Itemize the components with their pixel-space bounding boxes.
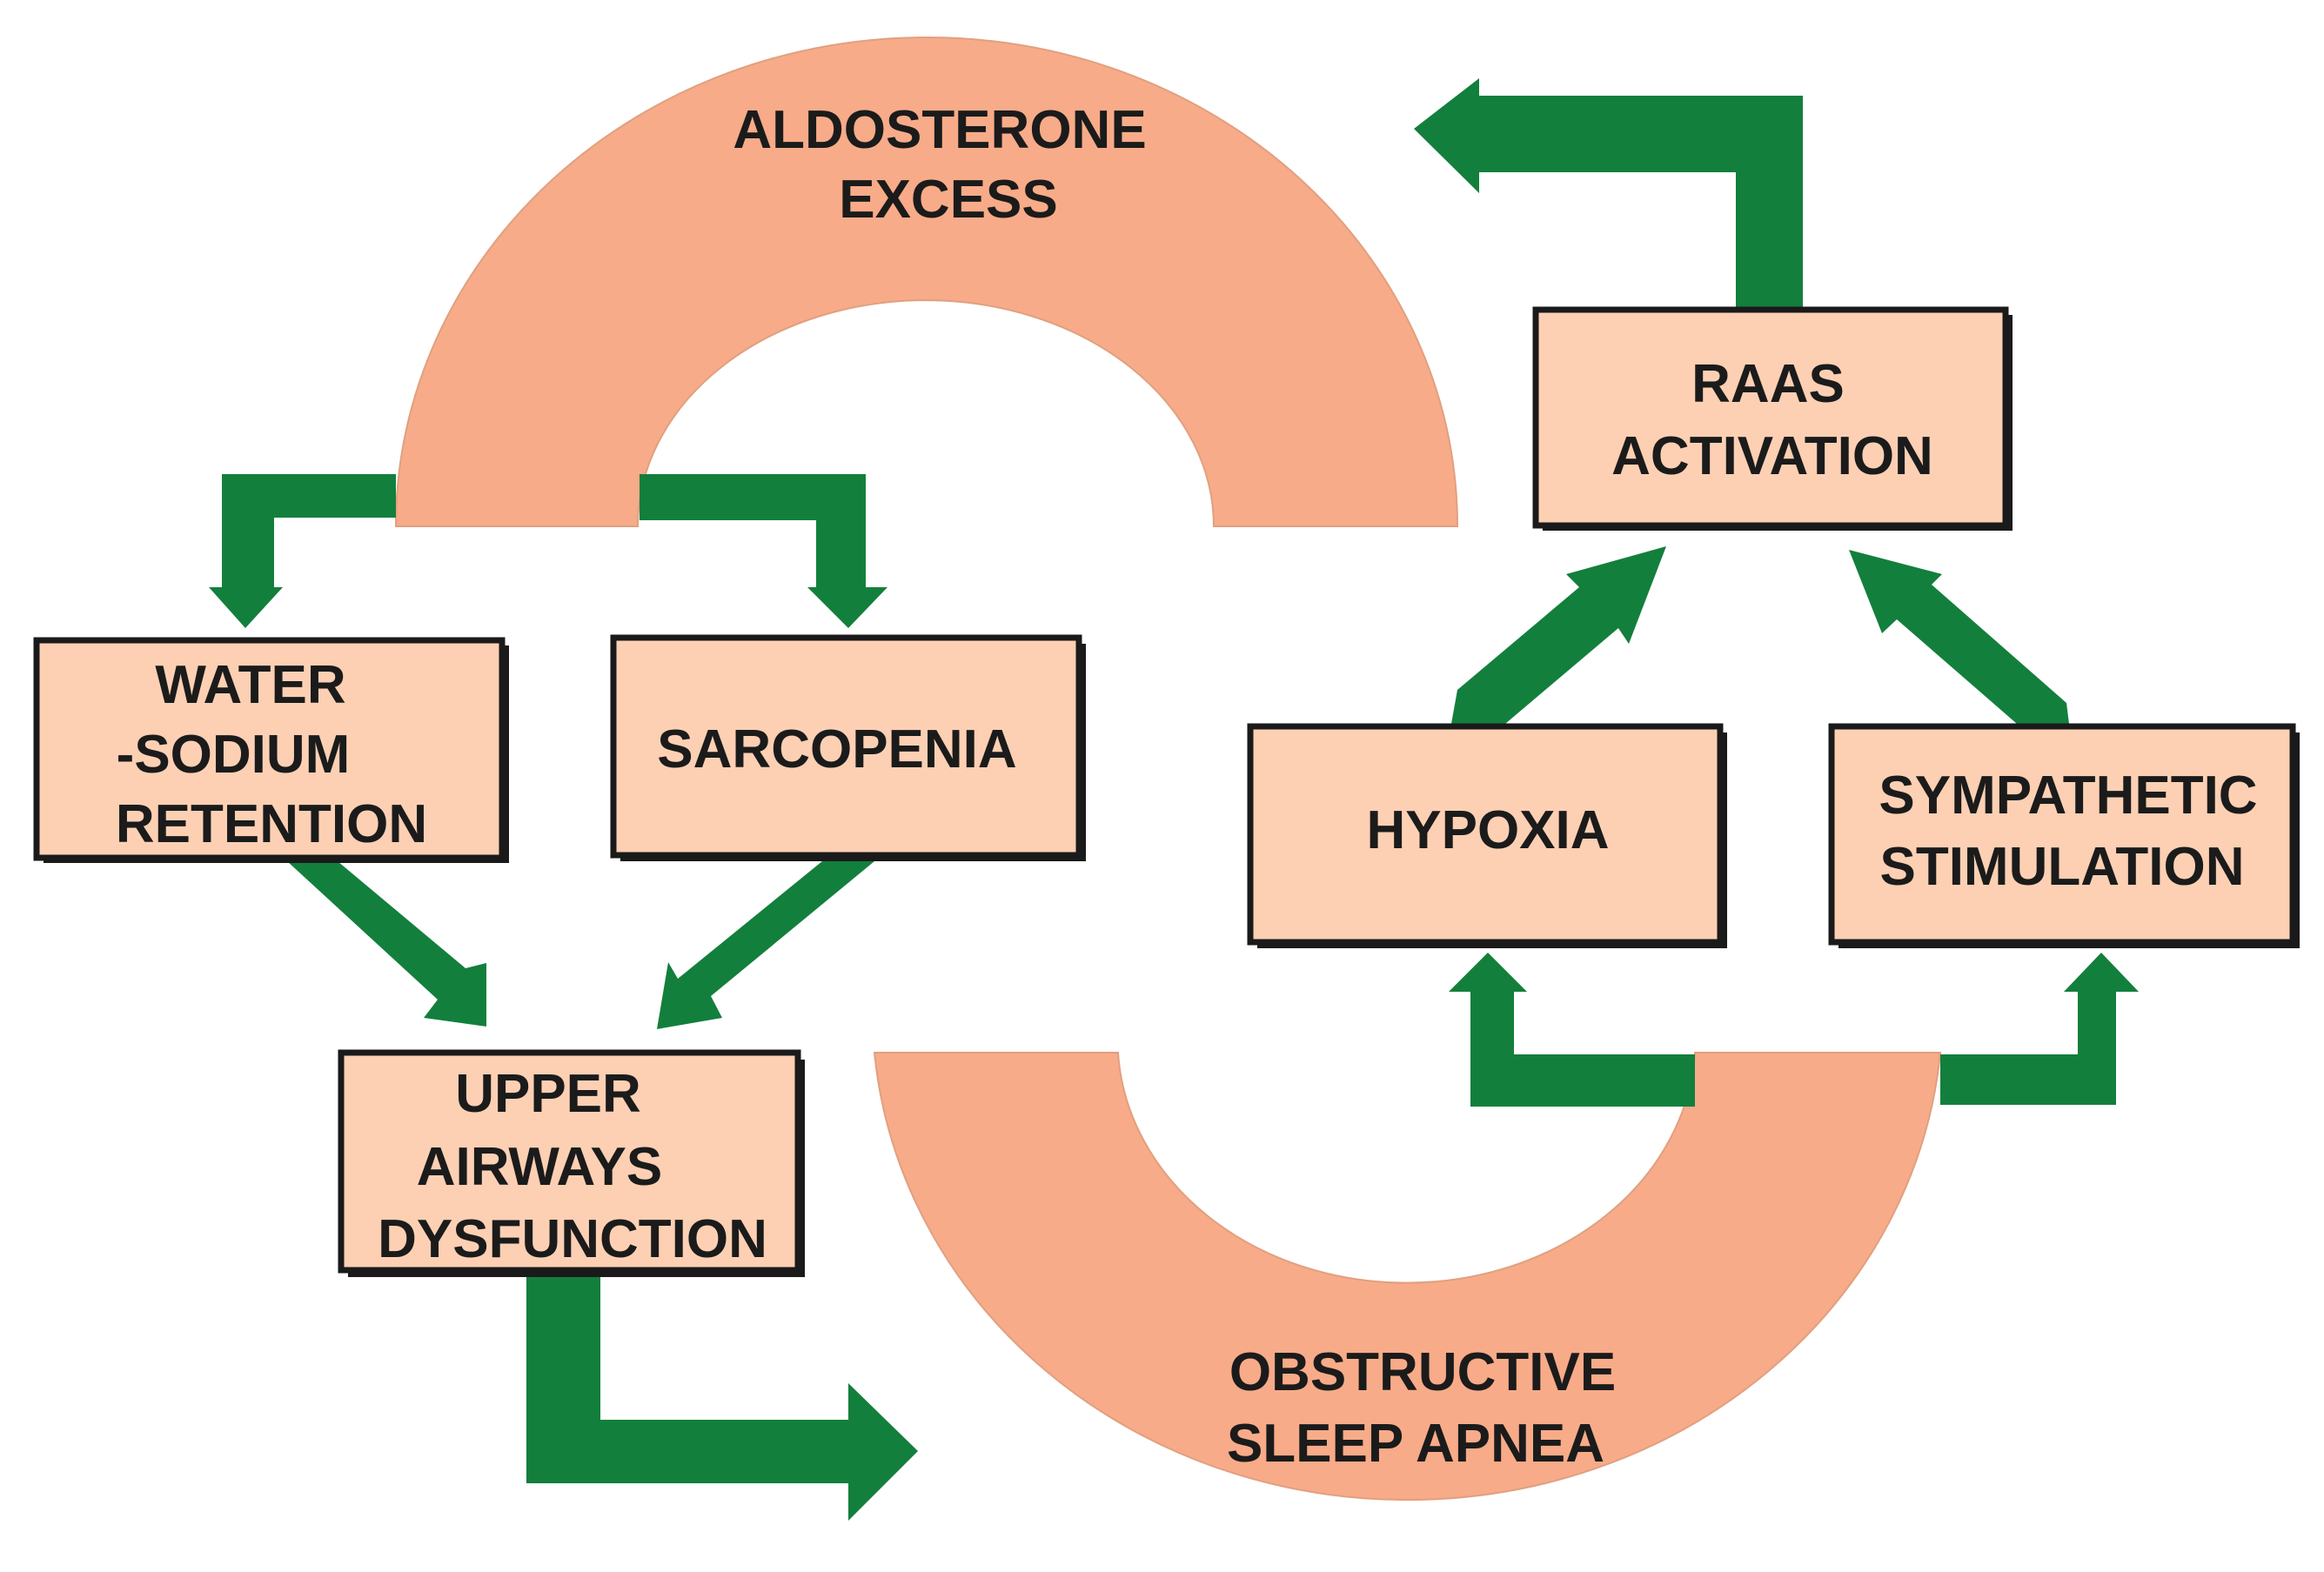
upper-airways-line-2: AIRWAYS [417, 1137, 663, 1197]
arrow-aldosterone-to-water-sodium [209, 474, 396, 628]
box-sarcopenia: SARCOPENIA [610, 634, 1086, 861]
sarcopenia-label: SARCOPENIA [657, 719, 1016, 779]
arrow-osa-to-sympathetic [1940, 953, 2139, 1105]
arrow-upper-airways-to-osa [526, 1266, 918, 1521]
raas-line-1: RAAS [1691, 354, 1845, 414]
aldosterone-excess-arc: ALDOSTERONE EXCESS [394, 37, 1459, 527]
aldosterone-label-line-1: ALDOSTERONE [733, 100, 1146, 160]
arrow-sympathetic-to-raas [1849, 550, 2069, 724]
arrows [209, 78, 2139, 1521]
raas-line-2: ACTIVATION [1611, 426, 1933, 486]
water-sodium-line-1: WATER [155, 655, 345, 715]
water-sodium-line-3: RETENTION [116, 794, 427, 854]
arrow-aldosterone-to-sarcopenia [640, 474, 887, 628]
box-hypoxia: HYPOXIA [1247, 723, 1727, 948]
upper-airways-line-3: DYSFUNCTION [378, 1209, 767, 1269]
upper-airways-line-1: UPPER [455, 1064, 641, 1124]
osa-label-line-1: OBSTRUCTIVE [1229, 1342, 1616, 1402]
arrow-raas-activation-out [1414, 78, 1803, 309]
arrow-osa-to-hypoxia [1449, 953, 1695, 1107]
hypoxia-label: HYPOXIA [1366, 800, 1609, 860]
sympathetic-line-2: STIMULATION [1879, 837, 2244, 897]
box-upper-airways-dysfunction: UPPER AIRWAYS DYSFUNCTION [338, 1049, 805, 1277]
arrow-sarcopenia-to-upper-airways [657, 861, 874, 1029]
sympathetic-line-1: SYMPATHETIC [1879, 766, 2257, 826]
arrow-water-sodium-to-upper-airways [287, 861, 486, 1027]
obstructive-sleep-apnea-arc: OBSTRUCTIVE SLEEP APNEA [873, 1052, 1942, 1502]
box-raas-activation: RAAS ACTIVATION [1532, 306, 2013, 531]
water-sodium-line-2: -SODIUM [117, 725, 351, 785]
osa-label-line-2: SLEEP APNEA [1227, 1414, 1604, 1474]
box-sympathetic-stimulation: SYMPATHETIC STIMULATION [1828, 723, 2300, 948]
aldosterone-label-line-2: EXCESS [839, 170, 1058, 230]
arrow-hypoxia-to-raas [1451, 546, 1666, 724]
box-water-sodium-retention: WATER -SODIUM RETENTION [33, 637, 509, 863]
